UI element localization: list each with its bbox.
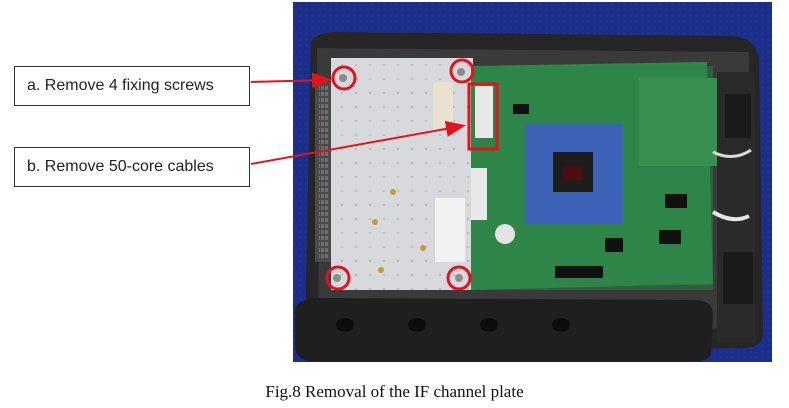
ribbon-connector-top <box>475 86 493 138</box>
callout-remove-screws-text: a. Remove 4 fixing screws <box>27 77 214 94</box>
callout-remove-screws: a. Remove 4 fixing screws <box>14 66 250 106</box>
callout-remove-cables-text: b. Remove 50-core cables <box>27 158 214 175</box>
right-sub-board <box>639 78 719 166</box>
bottom-handle <box>295 298 713 362</box>
figure-caption: Fig.8 Removal of the IF channel plate <box>265 382 524 401</box>
callout-remove-cables: b. Remove 50-core cables <box>14 147 250 187</box>
device-photo <box>293 2 772 362</box>
ribbon-connector-mid <box>471 168 487 220</box>
